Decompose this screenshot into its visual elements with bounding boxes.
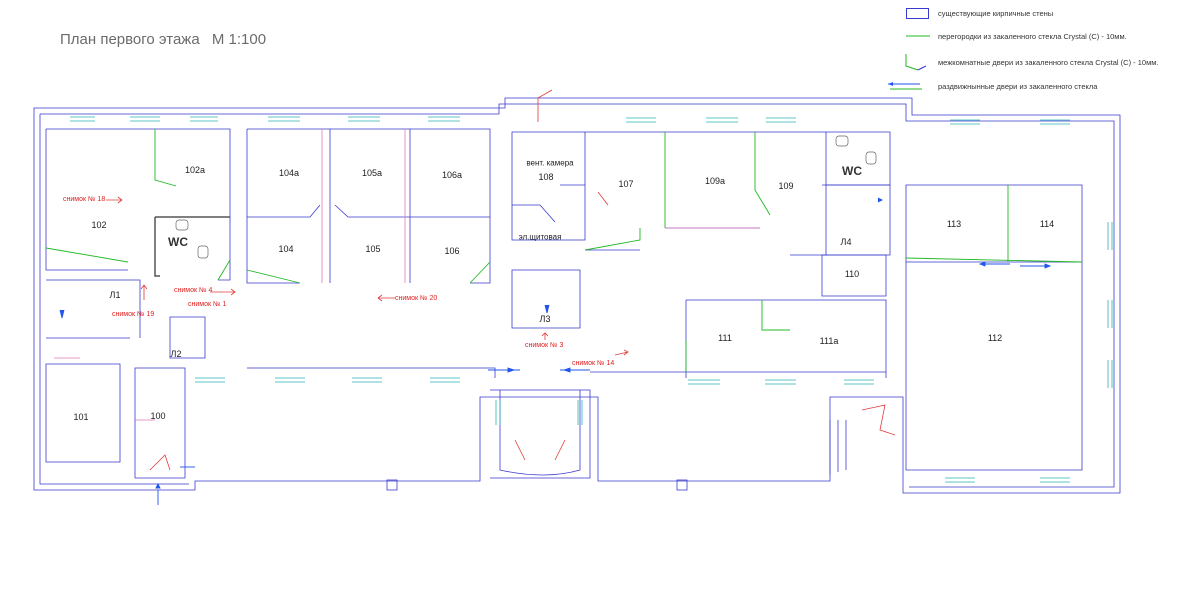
legend-glass-partitions-label: перегородки из закаленного стекла Crysta… bbox=[938, 32, 1127, 41]
room-109-label: 109 bbox=[778, 181, 794, 191]
vent-chamber-label: вент. камера bbox=[526, 158, 574, 168]
wall-swatch-icon bbox=[906, 8, 929, 19]
snapshot-1-label: снимок № 1 bbox=[188, 301, 227, 308]
sliding-door-swatch-icon bbox=[888, 82, 922, 90]
stair-l3-label: Л3 bbox=[539, 314, 551, 324]
room-104-label: 104 bbox=[278, 244, 294, 254]
wc-left-label: WC bbox=[168, 235, 188, 249]
stair-l2-label: Л2 bbox=[170, 349, 182, 359]
wc-fixtures bbox=[175, 135, 877, 259]
room-111a-label: 111а bbox=[819, 336, 839, 346]
room-107-label: 107 bbox=[618, 179, 634, 189]
snapshot-19-label: снимок № 19 bbox=[112, 311, 155, 318]
legend-glass-doors-label: межкомнатные двери из закаленного стекла… bbox=[938, 58, 1159, 67]
electric-room-label: эл.щитовая bbox=[518, 232, 562, 242]
sliding-doors bbox=[59, 197, 1052, 505]
pink-partitions bbox=[54, 129, 760, 421]
room-102a-label: 102а bbox=[184, 165, 206, 175]
room-109a-label: 109а bbox=[704, 176, 726, 186]
glass-partitions bbox=[45, 129, 1083, 372]
wc-right-label: WC bbox=[842, 164, 862, 178]
wc-walls bbox=[154, 216, 230, 277]
room-112-label: 112 bbox=[987, 333, 1003, 343]
room-106-label: 106 bbox=[444, 246, 460, 256]
legend-sliding-doors-label: раздвижнынные двери из закаленного стекл… bbox=[938, 82, 1098, 91]
plan-title: План первого этажа М 1:100 bbox=[60, 31, 266, 48]
stair-l1-label: Л1 bbox=[109, 290, 121, 300]
snapshot-3-label: снимок № 3 bbox=[525, 342, 564, 349]
room-101-label: 101 bbox=[73, 412, 89, 422]
room-113-label: 113 bbox=[946, 219, 962, 229]
room-114-label: 114 bbox=[1039, 219, 1055, 229]
snapshot-4-label: снимок № 4 bbox=[174, 287, 213, 294]
walls bbox=[33, 97, 1121, 494]
stair-l4-label: Л4 bbox=[840, 237, 852, 247]
plan-scale: М 1:100 bbox=[211, 31, 267, 48]
snapshot-14-label: снимок № 14 bbox=[572, 360, 615, 367]
windows bbox=[70, 116, 1113, 483]
room-105-label: 105 bbox=[365, 244, 381, 254]
legend-walls-label: существующие кирпичные стены bbox=[938, 9, 1054, 18]
room-105a-label: 105а bbox=[361, 168, 383, 178]
room-106a-label: 106а bbox=[441, 170, 463, 180]
glass-partition-swatch-icon bbox=[906, 35, 930, 37]
snapshot-18-label: снимок № 18 bbox=[63, 196, 106, 203]
room-102-label: 102 bbox=[91, 220, 107, 230]
room-104a-label: 104а bbox=[278, 168, 300, 178]
room-110-label: 110 bbox=[844, 269, 860, 279]
snapshot-20-label: снимок № 20 bbox=[395, 295, 438, 302]
room-100-label: 100 bbox=[150, 411, 166, 421]
doors bbox=[149, 89, 896, 471]
room-108-label: 108 bbox=[538, 172, 554, 182]
plan-title-text: План первого этажа bbox=[60, 31, 200, 48]
snapshot-arrows bbox=[106, 196, 629, 356]
room-111-label: 111 bbox=[718, 333, 732, 343]
glass-door-swatch-icon bbox=[905, 54, 927, 71]
